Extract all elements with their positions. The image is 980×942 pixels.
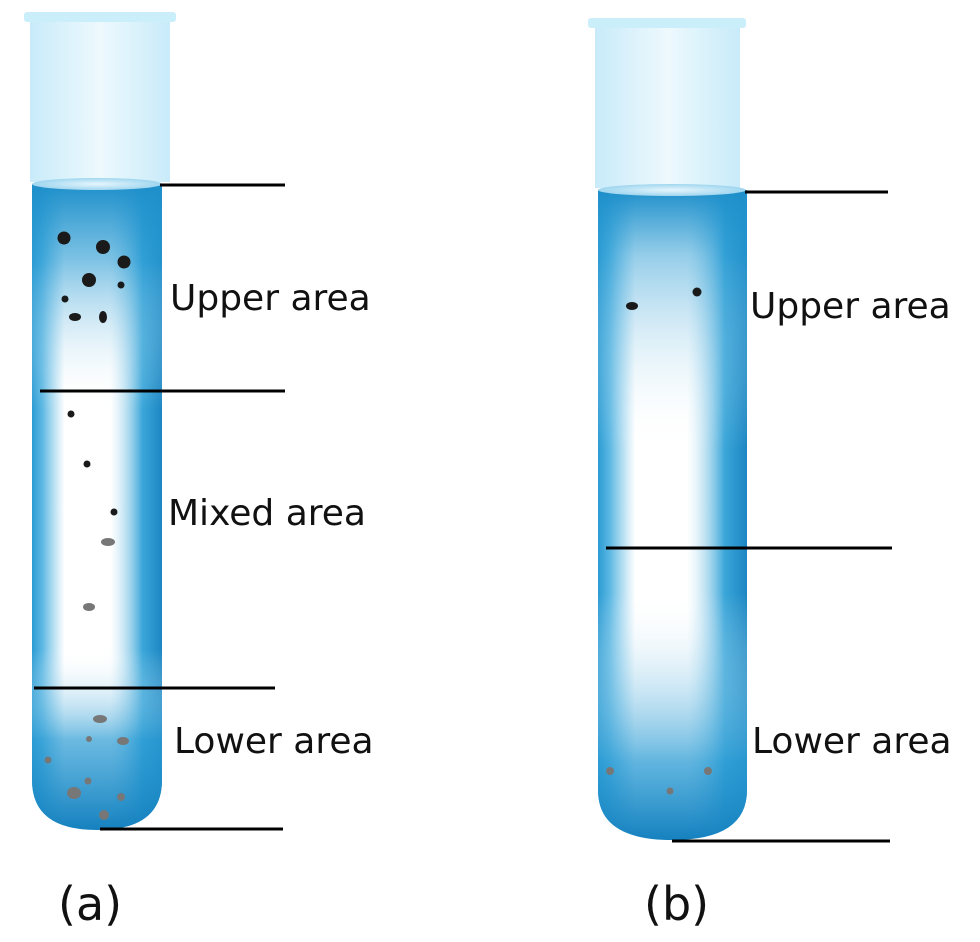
tube-a-glass — [30, 18, 170, 182]
tube-a-lower-label: Lower area — [174, 721, 374, 762]
test-tube-a — [24, 12, 176, 830]
tube-b-upper-particles — [626, 287, 702, 310]
tube-b-lower-label: Lower area — [752, 721, 952, 762]
panel-b-caption: (b) — [644, 877, 709, 931]
tube-b-rim — [588, 18, 746, 28]
tube-a-upper-label: Upper area — [170, 278, 371, 319]
tube-b-dividers — [606, 190, 892, 843]
tube-b-meniscus — [598, 184, 746, 196]
tube-a-mixed-label: Mixed area — [168, 493, 366, 534]
tube-a-upper-particles — [57, 231, 131, 323]
test-tube-b — [588, 18, 747, 840]
tube-a-meniscus — [32, 178, 162, 190]
tube-a-dividers — [34, 183, 285, 831]
tube-a-mixed-particles — [67, 410, 118, 611]
tube-a-lower-particles — [44, 715, 129, 820]
tube-b-upper-label: Upper area — [750, 286, 951, 327]
tube-a-rim — [24, 12, 176, 22]
tube-b-glass — [595, 24, 740, 188]
panel-a-caption: (a) — [58, 877, 122, 931]
tube-b-lower-particles — [606, 767, 712, 795]
